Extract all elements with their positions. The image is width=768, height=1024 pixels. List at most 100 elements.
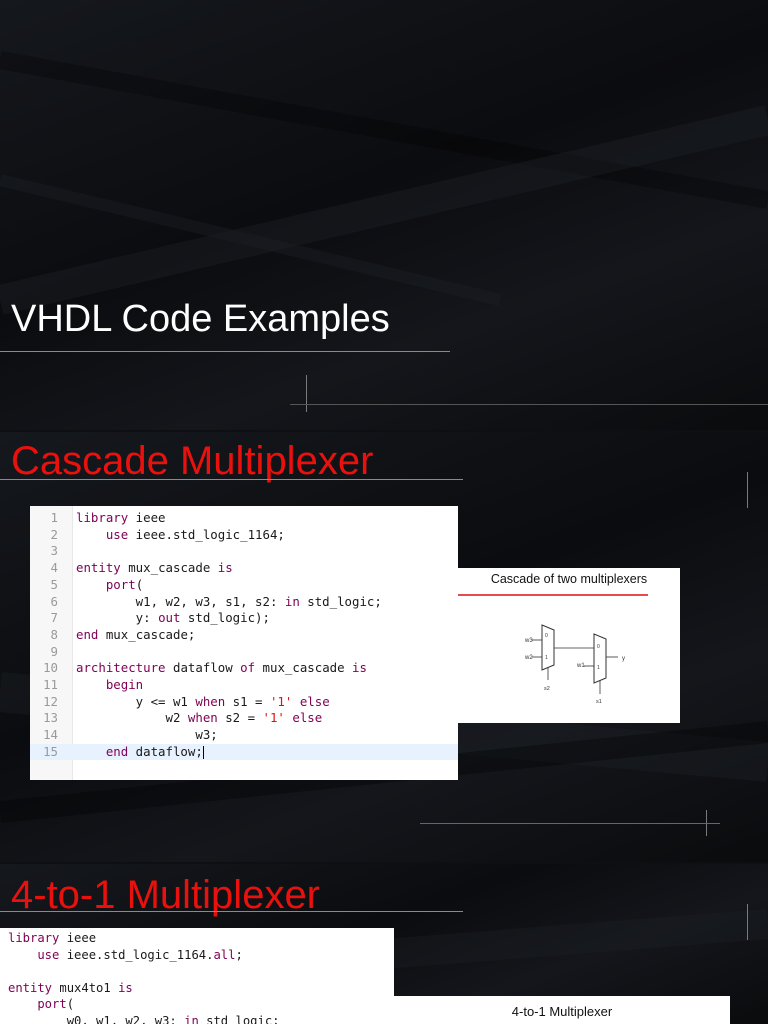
code-line: use ieee.std_logic_1164.all; — [8, 947, 243, 964]
decor-vertical-tick — [747, 904, 748, 940]
code-line: 13 w2 when s2 = '1' else — [30, 710, 458, 727]
code-token: s1 = — [225, 693, 270, 709]
code-token: of — [240, 660, 256, 676]
code-token: in — [284, 593, 300, 609]
mux-1-shape — [541, 624, 555, 671]
title-underline — [0, 911, 463, 912]
decor-horizontal-rule — [420, 823, 720, 824]
line-number: 11 — [43, 677, 58, 692]
mux-2-shape — [593, 633, 607, 684]
code-token: entity — [76, 560, 121, 576]
code-line: 14 w3; — [30, 727, 458, 744]
code-token: library — [8, 931, 60, 945]
code-token: end — [76, 743, 129, 759]
mux4to1-diagram: 4-to-1 Multiplexer — [394, 996, 730, 1024]
code-editor: library ieee use ieee.std_logic_1164.all… — [0, 928, 394, 1024]
code-token: use — [8, 947, 60, 962]
code-line: 1 library ieee — [30, 510, 458, 527]
code-token: port — [76, 576, 136, 592]
code-line: 4 entity mux_cascade is — [30, 560, 458, 577]
code-token: ieee — [59, 931, 97, 945]
code-line: 15 end dataflow; — [30, 743, 458, 761]
slide-title: 4-to-1 Multiplexer — [11, 873, 321, 917]
code-token: library — [76, 510, 129, 525]
code-line: 2 use ieee.std_logic_1164; — [30, 527, 458, 544]
label-mux1-in0: 0 — [545, 633, 548, 639]
label-w2: w2 — [524, 655, 533, 661]
line-number: 9 — [50, 643, 58, 659]
label-w1: w1 — [576, 663, 585, 669]
code-line: 7 y: out std_logic); — [30, 610, 458, 627]
code-token: w3; — [76, 727, 218, 743]
code-line: entity mux4to1 is — [8, 980, 133, 997]
code-line: 6 w1, w2, w3, s1, s2: in std_logic; — [30, 594, 458, 611]
decor-vertical-tick — [306, 375, 307, 412]
line-number: 15 — [43, 743, 58, 759]
code-token: ; — [235, 947, 243, 962]
label-mux2-in0: 0 — [597, 644, 600, 650]
slide-cascade-mux: Cascade Multiplexer 1 library ieee 2 use i… — [0, 432, 768, 862]
line-number-gutter — [30, 506, 73, 780]
line-number: 5 — [50, 576, 58, 592]
code-token: std_logic; — [299, 593, 382, 609]
slide-title: Cascade Multiplexer — [11, 439, 374, 483]
decor-vertical-tick — [747, 472, 748, 508]
slide-title: VHDL Code Examples — [0, 0, 768, 430]
code-token: mux_cascade — [120, 560, 218, 576]
title-underline — [0, 351, 450, 352]
code-token: mux4to1 — [52, 980, 119, 995]
code-token: begin — [76, 677, 144, 692]
code-token: entity — [8, 980, 53, 995]
line-number: 12 — [43, 693, 58, 709]
line-number: 6 — [50, 593, 58, 609]
code-token: dataflow — [165, 660, 241, 676]
slide-background — [0, 51, 768, 315]
code-token: '1' — [262, 710, 285, 726]
label-mux2-in1: 1 — [597, 665, 600, 671]
code-token: y: — [76, 610, 159, 626]
code-line: 11 begin — [30, 677, 458, 694]
line-number: 1 — [50, 510, 58, 525]
code-token: is — [217, 560, 233, 576]
code-token: is — [352, 660, 367, 676]
code-line: port( — [8, 996, 74, 1013]
label-y: y — [622, 656, 625, 662]
text-caret — [202, 745, 204, 759]
line-number: 8 — [50, 626, 58, 642]
code-token: is — [118, 980, 133, 995]
code-token: in — [184, 1014, 199, 1024]
code-token: else — [292, 710, 323, 726]
code-token: all — [213, 947, 236, 962]
line-number: 13 — [43, 710, 58, 726]
code-line: 5 port( — [30, 577, 458, 594]
code-line: library ieee — [8, 930, 96, 947]
code-token: s2 = — [217, 710, 263, 726]
code-token: ieee — [128, 510, 166, 525]
code-editor: 1 library ieee 2 use ieee.std_logic_1164;3… — [30, 506, 458, 780]
code-token: end — [76, 626, 99, 642]
code-token: y <= w1 — [76, 693, 196, 709]
code-token: w0, w1, w2, w3: — [8, 1014, 185, 1024]
label-s1: s1 — [596, 699, 602, 705]
mux-cascade-schematic: w3 w2 w1 0 1 0 1 y s2 s1 — [458, 594, 648, 705]
code-line: 12 y <= w1 when s1 = '1' else — [30, 694, 458, 711]
figure-title: 4-to-1 Multiplexer — [511, 1004, 613, 1019]
presentation-title: VHDL Code Examples — [11, 298, 390, 340]
line-number: 4 — [50, 560, 58, 576]
code-token: out — [158, 610, 181, 626]
line-number: 10 — [43, 660, 58, 676]
label-w3: w3 — [524, 638, 533, 644]
decor-horizontal-rule — [290, 404, 768, 405]
code-token: ( — [135, 576, 144, 592]
code-line: 9 — [30, 644, 458, 661]
code-token: std_logic); — [180, 610, 270, 626]
line-number: 3 — [50, 543, 58, 559]
label-s2: s2 — [544, 686, 550, 692]
slide-4to1-mux: 4-to-1 Multiplexer library ieee use ieee… — [0, 864, 768, 1024]
title-underline — [0, 479, 463, 480]
code-token — [292, 694, 299, 709]
code-token: std_logic; — [198, 1014, 280, 1024]
code-token: mux_cascade — [255, 660, 353, 676]
